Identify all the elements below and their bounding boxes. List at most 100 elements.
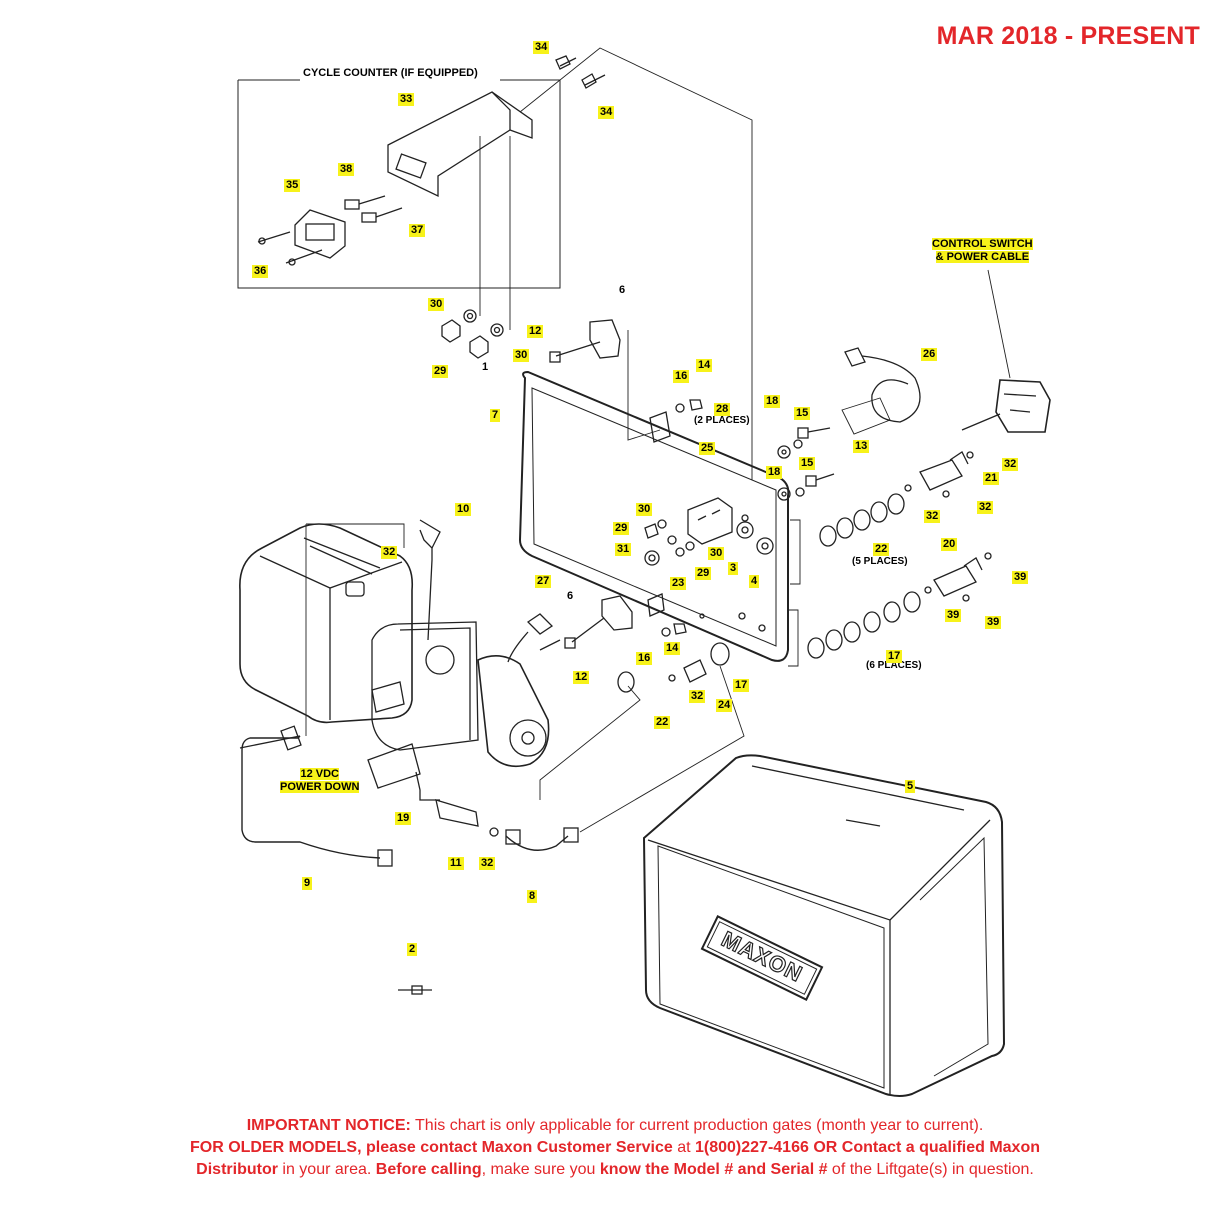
connectors-37-38 [344, 195, 403, 223]
ground-cable-27 [507, 613, 561, 663]
cycle-counter-box [237, 79, 561, 289]
notice-heading: IMPORTANT NOTICE: [246, 1117, 411, 1134]
spacer-28 [647, 411, 671, 617]
callout: 17 [886, 650, 903, 663]
callout: 22 [654, 716, 671, 729]
callout: 33 [398, 93, 415, 106]
notice-text: of the Liftgate(s) in question. [827, 1161, 1034, 1178]
bolts-12 [549, 341, 605, 649]
leader-lines [479, 47, 753, 480]
callout: 15 [794, 407, 811, 420]
notice-line-3: Distributor in your area. Before calling… [0, 1159, 1230, 1181]
nuts-14-16 [661, 399, 703, 637]
callout: 9 [302, 877, 313, 890]
callout: 17 [733, 679, 750, 692]
callout: 21 [983, 472, 1000, 485]
note-5-places: (5 PLACES) [852, 556, 908, 567]
callout: 32 [977, 501, 994, 514]
callout: 30 [708, 547, 725, 560]
lower-fittings [617, 642, 730, 693]
callout: 31 [615, 543, 632, 556]
control-switch-line1: CONTROL SWITCH [932, 238, 1033, 250]
callout: 30 [513, 349, 530, 362]
callout: 29 [695, 567, 712, 580]
important-notice: IMPORTANT NOTICE: This chart is only app… [0, 1115, 1230, 1181]
pump-motor-assembly [367, 519, 550, 789]
power-down-line1: 12 VDC [300, 768, 339, 780]
elbow-fitting-21 [904, 451, 974, 498]
cycle-counter-title: CYCLE COUNTER (IF EQUIPPED) [303, 67, 478, 79]
mounting-plate [518, 370, 790, 662]
o-rings-22 [790, 493, 905, 585]
o-rings-17 [788, 591, 921, 667]
callout: 12 [573, 671, 590, 684]
callout: 35 [284, 179, 301, 192]
power-cable-26 [841, 347, 921, 435]
callout: 16 [636, 652, 653, 665]
callout: 19 [395, 812, 412, 825]
notice-text: know the Model # and Serial # [599, 1161, 828, 1178]
callout: 1 [482, 361, 489, 373]
callout: 32 [924, 510, 941, 523]
solenoid-block-25 [687, 497, 733, 545]
pump-cover-5 [642, 754, 1006, 1097]
callout: 11 [448, 857, 464, 870]
callout: 18 [764, 395, 781, 408]
notice-line-2: FOR OLDER MODELS, please contact Maxon C… [0, 1137, 1230, 1159]
power-down-line2: POWER DOWN [280, 781, 360, 793]
callout: 18 [766, 466, 783, 479]
callout: 5 [905, 780, 916, 793]
bolts-34 [555, 55, 606, 89]
callout: 32 [689, 690, 706, 703]
callout: 14 [664, 642, 681, 655]
callout: 6 [619, 284, 626, 296]
callout: 14 [696, 359, 713, 372]
callout: 37 [409, 224, 426, 237]
notice-phone: 1(800)227-4166 OR Contact a qualified Ma… [695, 1139, 1040, 1156]
reservoir-tank [239, 523, 414, 724]
callout: 30 [636, 503, 653, 516]
callout: 3 [728, 562, 739, 575]
callout: 24 [716, 699, 733, 712]
callout: 6 [567, 590, 574, 602]
hoses-and-fittings [239, 665, 745, 867]
nuts-washers-upper [441, 309, 504, 359]
notice-text: This chart is only applicable for curren… [410, 1117, 984, 1134]
callout: 23 [670, 577, 687, 590]
control-switch-line2: & POWER CABLE [935, 251, 1030, 263]
callout: 13 [853, 440, 870, 453]
callout: 2 [407, 943, 418, 956]
maxon-logo [700, 915, 824, 1001]
callout: 39 [985, 616, 1002, 629]
notice-line-1: IMPORTANT NOTICE: This chart is only app… [0, 1115, 1230, 1137]
control-switch [961, 269, 1051, 433]
callout: 32 [381, 546, 398, 559]
callout: 39 [1012, 571, 1029, 584]
callout: 4 [749, 575, 760, 588]
callout: 27 [535, 575, 552, 588]
callout: 29 [613, 522, 630, 535]
callout: 30 [428, 298, 445, 311]
notice-text: FOR OLDER MODELS, please contact Maxon C… [189, 1139, 673, 1156]
callout: 15 [799, 457, 816, 470]
nuts-29-31-center [644, 519, 695, 566]
counter-bracket-33 [387, 91, 533, 198]
callout: 26 [921, 348, 938, 361]
callout: 34 [533, 41, 550, 54]
bolts-13 [777, 427, 835, 501]
callout: 36 [252, 265, 269, 278]
callout: 22 [873, 543, 890, 556]
callout: 25 [699, 442, 716, 455]
callout: 32 [479, 857, 496, 870]
cycle-counter-35 [257, 209, 346, 266]
notice-text: , make sure you [481, 1161, 600, 1178]
callout: 34 [598, 106, 615, 119]
callout: 28 [714, 403, 731, 416]
page-title: MAR 2018 - PRESENT [936, 22, 1200, 50]
notice-text: in your area. [277, 1161, 376, 1178]
callout: 38 [338, 163, 355, 176]
notice-text: at [672, 1139, 695, 1156]
note-2-places: (2 PLACES) [694, 415, 750, 426]
